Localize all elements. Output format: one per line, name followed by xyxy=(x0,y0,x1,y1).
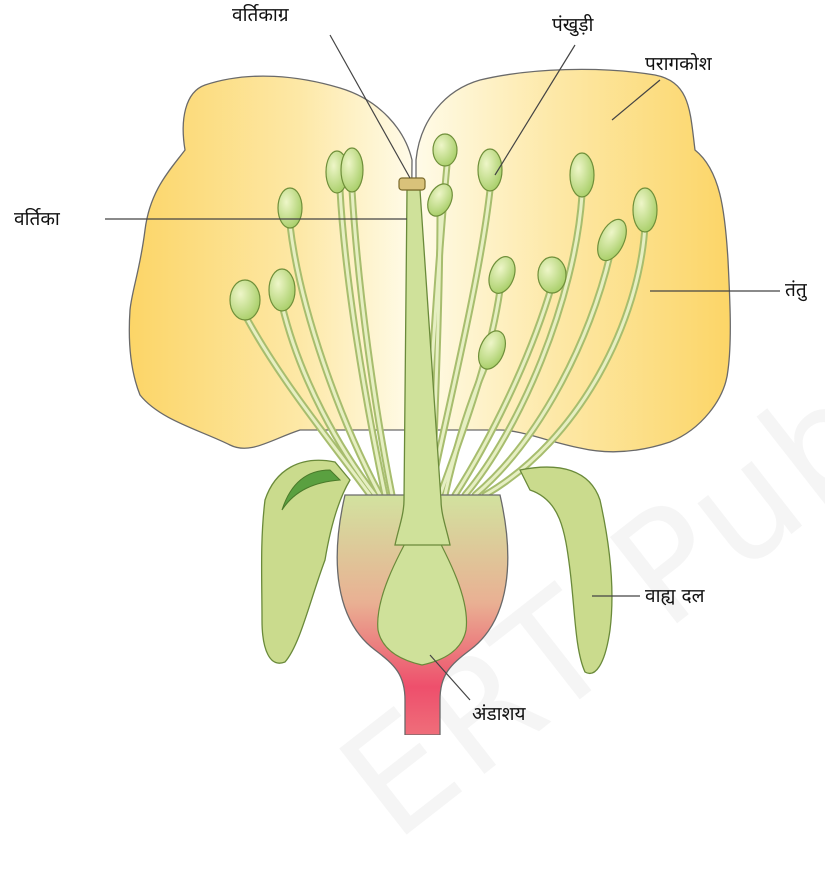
anther xyxy=(570,153,594,197)
flower-diagram: ERT Published xyxy=(0,0,825,735)
anther xyxy=(269,269,295,311)
anther xyxy=(341,148,363,192)
anther xyxy=(538,257,566,293)
sepal-right xyxy=(520,467,612,673)
anther xyxy=(633,188,657,232)
anther xyxy=(230,280,260,320)
label-stigma: वर्तिकाग्र xyxy=(232,6,289,25)
stigma xyxy=(399,178,425,190)
label-petal: पंखुड़ी xyxy=(552,16,593,35)
flower-illustration xyxy=(0,0,825,735)
label-filament: तंतु xyxy=(785,281,807,300)
label-style: वर्तिका xyxy=(14,210,60,229)
label-anther: परागकोश xyxy=(645,55,712,74)
label-ovary: अंडाशय xyxy=(472,705,526,724)
label-sepal: वाह्य दल xyxy=(645,587,704,606)
anther xyxy=(278,188,302,228)
petal-left xyxy=(129,76,412,448)
anther xyxy=(433,134,457,166)
